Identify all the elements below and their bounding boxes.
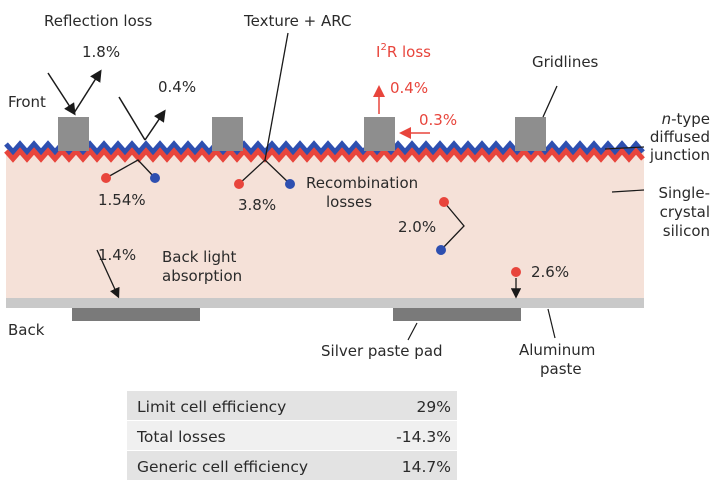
electron-dot bbox=[285, 179, 295, 189]
back-contact-layer bbox=[6, 298, 644, 308]
recombination-label: Recombination bbox=[306, 174, 418, 192]
back-label: Back bbox=[8, 321, 45, 339]
front-label: Front bbox=[8, 93, 46, 111]
hole-dot bbox=[234, 179, 244, 189]
texture-arc-label: Texture + ARC bbox=[243, 12, 351, 30]
silver-pad bbox=[72, 308, 200, 321]
electron-dot bbox=[436, 245, 446, 255]
losses-label: losses bbox=[326, 193, 372, 211]
efficiency-table: Limit cell efficiency 29% Total losses -… bbox=[127, 391, 457, 480]
recombination-path bbox=[105, 159, 156, 179]
hole-dot bbox=[511, 267, 521, 277]
i2r-pct-1: 0.4% bbox=[390, 79, 428, 97]
table-row-value: -14.3% bbox=[396, 428, 451, 446]
recombination-path bbox=[440, 201, 465, 251]
gridline bbox=[515, 117, 546, 151]
back-light-arrow bbox=[96, 249, 120, 299]
silicon-leader bbox=[611, 189, 645, 193]
table-row-label: Limit cell efficiency bbox=[137, 398, 286, 416]
recomb-4-pct: 2.6% bbox=[531, 263, 569, 281]
texture-arc-leader bbox=[264, 32, 289, 161]
junction-layer bbox=[4, 147, 645, 163]
gridline bbox=[212, 117, 243, 151]
gridline bbox=[364, 117, 395, 151]
gridlines-label: Gridlines bbox=[532, 53, 599, 71]
table-row-label: Generic cell efficiency bbox=[137, 458, 308, 476]
texture-ray-out bbox=[144, 109, 166, 141]
silver-pad-leader bbox=[407, 322, 418, 341]
aluminum-leader bbox=[547, 308, 556, 339]
silver-pad bbox=[393, 308, 521, 321]
reflection-ray-out bbox=[73, 69, 102, 114]
absorption-label: absorption bbox=[162, 267, 242, 285]
reflection-pct-2: 0.4% bbox=[158, 78, 196, 96]
table-row-bg bbox=[127, 421, 457, 450]
table-row-value: 29% bbox=[417, 398, 451, 416]
diffused-label: diffused bbox=[650, 128, 710, 146]
recomb-1-pct: 1.54% bbox=[98, 191, 146, 209]
single-label: Single- bbox=[658, 184, 710, 202]
hole-dot bbox=[101, 173, 111, 183]
back-light-label: Back light bbox=[162, 248, 237, 266]
n-type-leader bbox=[604, 146, 645, 150]
paste-label: paste bbox=[540, 360, 582, 378]
silver-paste-pad-label: Silver paste pad bbox=[321, 342, 443, 360]
i2r-loss-label: I2R loss bbox=[376, 42, 431, 61]
hole-dot bbox=[439, 197, 449, 207]
i2r-pct-2: 0.3% bbox=[419, 111, 457, 129]
crystal-label: crystal bbox=[660, 203, 710, 221]
recomb-3-pct: 2.0% bbox=[398, 218, 436, 236]
recomb-2-pct: 3.8% bbox=[238, 196, 276, 214]
n-type-label: n-type bbox=[662, 110, 710, 128]
electron-dot bbox=[150, 173, 160, 183]
table-row-bg bbox=[127, 451, 457, 480]
back-light-pct: 1.4% bbox=[98, 246, 136, 264]
gridlines-leader bbox=[542, 85, 558, 118]
junction-label: junction bbox=[649, 146, 710, 164]
texture-ray-in bbox=[118, 96, 146, 141]
table-row-value: 14.7% bbox=[402, 458, 451, 476]
reflection-ray-in bbox=[47, 72, 76, 116]
gridline bbox=[58, 117, 89, 151]
reflection-loss-label: Reflection loss bbox=[44, 12, 153, 30]
recombination-path bbox=[238, 159, 291, 185]
silicon-label: silicon bbox=[663, 222, 710, 240]
table-row-label: Total losses bbox=[136, 428, 226, 446]
table-row-bg bbox=[127, 391, 457, 420]
reflection-pct-1: 1.8% bbox=[82, 43, 120, 61]
aluminum-label: Aluminum bbox=[519, 341, 595, 359]
